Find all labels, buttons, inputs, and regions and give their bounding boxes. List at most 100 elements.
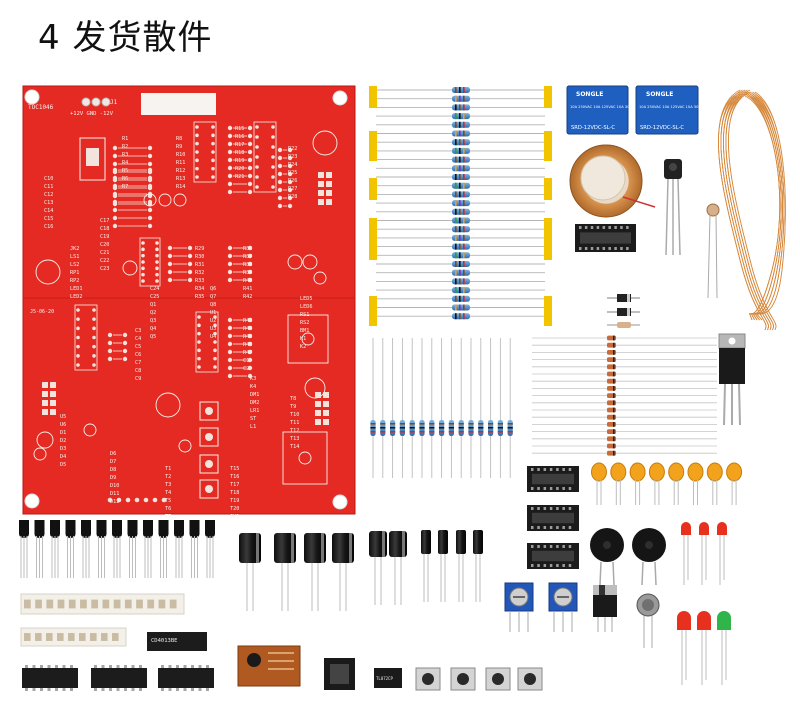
smd-chip <box>147 599 155 609</box>
relay-1-model: SRD-12VDC-SL-C <box>571 125 615 131</box>
ic-pin <box>161 688 164 691</box>
ic-pin <box>124 688 127 691</box>
resistor-band <box>455 304 457 311</box>
ceramic-capacitor <box>687 462 704 482</box>
glass-diode-body <box>607 371 616 377</box>
pcb-silk-label: R26 <box>288 178 297 184</box>
resistor-band <box>448 423 454 425</box>
ic-pin <box>176 665 179 668</box>
yellow-tape <box>369 178 377 200</box>
pcb-silk-label: R4 <box>122 160 128 166</box>
resistor-body <box>452 139 470 146</box>
resistor-body <box>452 174 470 180</box>
pcb-silk-label: R18 <box>235 150 244 156</box>
led-large <box>677 611 691 630</box>
resistor-band <box>455 139 457 146</box>
ic-pin <box>198 665 202 668</box>
socket-pin <box>584 226 588 229</box>
capacitor-stripe <box>349 533 352 563</box>
socket-pin <box>602 226 606 229</box>
trimmer-pot-1 <box>504 582 534 632</box>
resistor-body <box>452 243 470 250</box>
ic-pin <box>176 688 179 691</box>
relay-2-model: SRD-12VDC-SL-C <box>640 125 684 131</box>
pcb-silk-label: LS1 <box>70 254 79 260</box>
socket-pin <box>596 247 600 250</box>
socket-pin <box>543 545 547 548</box>
resistor-band <box>459 295 461 302</box>
photoresistor <box>706 203 720 299</box>
pcb-silk-label: R5 <box>122 168 128 174</box>
pcb-silk-label: JK2 <box>70 246 79 252</box>
ic-pin <box>168 665 172 668</box>
ic-dip-main: CD4013BE <box>147 632 207 651</box>
ic-pin <box>55 688 58 691</box>
socket-pin <box>531 487 534 490</box>
resistor-band <box>459 200 461 207</box>
resistor-body <box>452 147 470 154</box>
resistor-band <box>463 304 465 311</box>
smd-chip <box>124 599 132 609</box>
glass-diode-band <box>613 335 615 341</box>
pcb-silk-label: R29 <box>195 246 204 252</box>
buzzer-2 <box>632 528 666 586</box>
ic-pin <box>109 665 112 668</box>
resistor-body <box>452 234 470 241</box>
resistor-body <box>452 113 470 120</box>
ic-pin <box>131 688 135 691</box>
resistor-band <box>455 147 457 154</box>
diode-2 <box>607 308 640 316</box>
glass-diode-band <box>613 393 615 398</box>
ic-pin <box>101 665 105 668</box>
resistor-band <box>455 165 457 172</box>
socket-pin <box>568 545 572 548</box>
pcb-silk-label: R45 <box>243 334 252 340</box>
glass-diode-body <box>607 407 616 413</box>
pcb-silk-label: C20 <box>100 242 109 248</box>
pcb-silk-label: C16 <box>44 224 53 230</box>
pcb-silk-label: R28 <box>288 194 297 200</box>
ic-pin <box>40 688 43 691</box>
ic-socket-8pin <box>324 658 355 690</box>
socket-pin <box>568 507 572 510</box>
resistor-band <box>380 431 386 433</box>
glass-diode-band <box>613 357 615 362</box>
resistor-band <box>439 423 445 425</box>
capacitor-stripe <box>256 533 259 563</box>
glass-diode-band <box>613 378 615 384</box>
socket-pin <box>556 468 559 471</box>
resistor-band <box>459 130 461 137</box>
ic-pin <box>124 665 127 668</box>
resistor-band <box>455 200 457 207</box>
ceramic-capacitor-row <box>591 462 743 505</box>
resistor-band <box>455 191 457 198</box>
pcb-silk-label: C25 <box>150 294 159 300</box>
pcb-silk-label: RS1 <box>300 312 309 318</box>
resistor-band <box>370 423 376 425</box>
pcb-silk-label: DM2 <box>250 400 259 406</box>
resistor-band <box>459 156 461 163</box>
pcb-silk-label: ST <box>250 416 256 422</box>
pcb-silk-label: C15 <box>44 216 53 222</box>
socket-pin <box>579 247 582 250</box>
pcb-silk-label: LED5 <box>300 296 313 302</box>
resistor-band <box>507 423 513 425</box>
pcb-silk-label: C1 <box>243 358 249 364</box>
pcb-silk-label: T4 <box>165 490 171 496</box>
pcb-silk-label: R37 <box>243 254 252 260</box>
ic-pin <box>101 688 105 691</box>
pcb-silk-label: C19 <box>100 234 109 240</box>
transistor-body <box>34 520 45 538</box>
resistor-band <box>463 147 465 154</box>
smd-chip <box>136 599 143 609</box>
socket-pin <box>556 545 559 548</box>
pcb-silk-label: K2 <box>300 344 306 350</box>
electrolytic-capacitor-small <box>421 530 431 554</box>
socket-pin <box>537 564 540 567</box>
resistor-band <box>459 269 461 276</box>
pcb-silk-label: C5 <box>135 344 141 350</box>
resistor-band <box>455 234 457 241</box>
resistor-band <box>463 87 465 93</box>
resistor-band <box>459 278 461 285</box>
pcb-silk-label: LR1 <box>250 408 259 414</box>
